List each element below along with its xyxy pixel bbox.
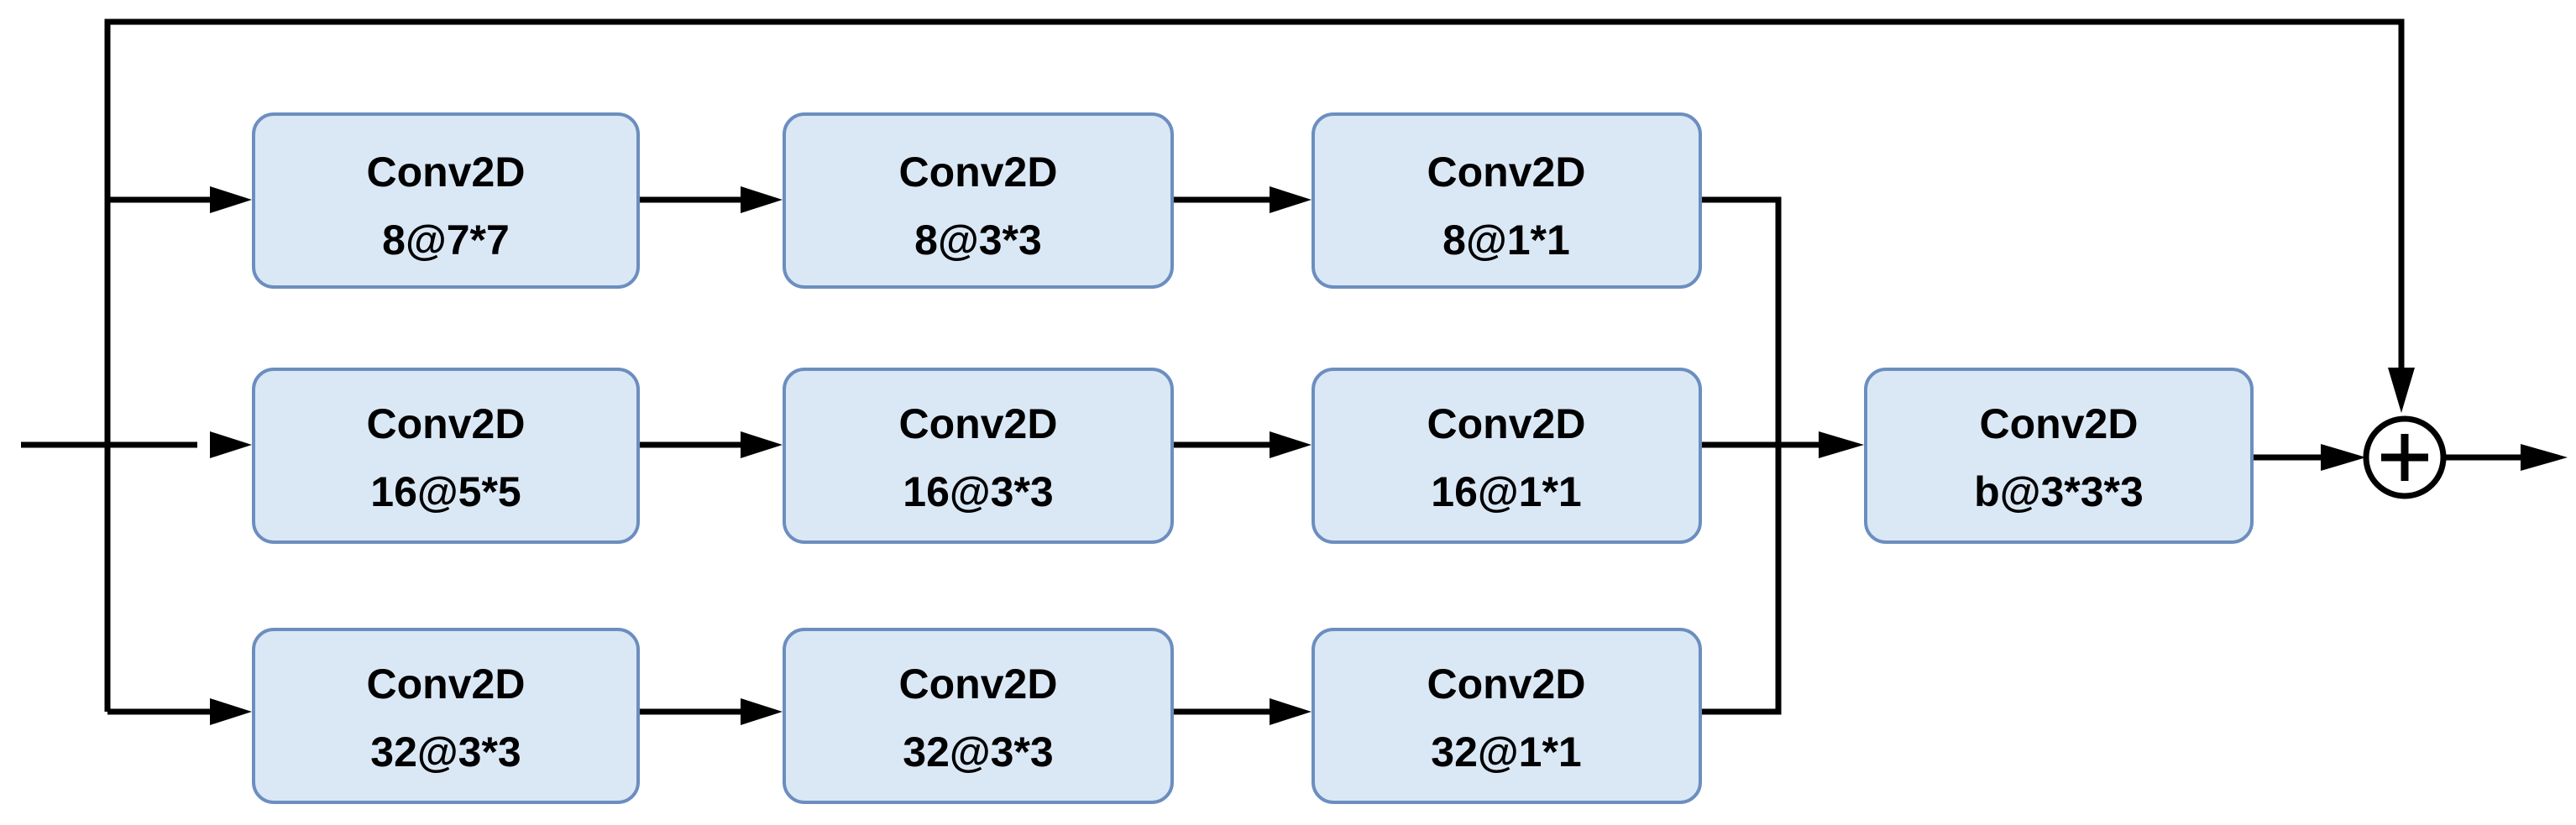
arrow-output	[2521, 444, 2568, 471]
arrow-into-b33	[1270, 698, 1312, 725]
block-spec-label: 8@7*7	[382, 217, 510, 264]
block-spec-label: 16@3*3	[903, 468, 1053, 515]
conv-block-b31: Conv2D 32@3*3	[252, 628, 640, 804]
arrow-into-b12	[741, 186, 783, 213]
block-op-label: Conv2D	[367, 661, 526, 708]
conv-block-b22: Conv2D 16@3*3	[783, 368, 1174, 544]
block-op-label: Conv2D	[899, 400, 1058, 447]
merge-line-top	[1700, 196, 1782, 715]
block-spec-label: b@3*3*3	[1974, 468, 2144, 515]
arrow-into-b32	[741, 698, 783, 725]
block-spec-label: 32@3*3	[370, 728, 521, 775]
arrow-into-fuse	[1819, 431, 1864, 458]
block-op-label: Conv2D	[367, 149, 526, 196]
skip-connection-line	[104, 18, 2405, 712]
block-spec-label: 8@3*3	[914, 217, 1042, 264]
arrow-into-b21	[210, 431, 252, 458]
block-spec-label: 32@1*1	[1431, 728, 1581, 775]
block-op-label: Conv2D	[367, 400, 526, 447]
conv-block-b12: Conv2D 8@3*3	[783, 112, 1174, 289]
arrow-into-sum-from-fuse	[2321, 444, 2366, 471]
sum-node: +	[2363, 415, 2447, 499]
conv-block-b21: Conv2D 16@5*5	[252, 368, 640, 544]
block-spec-label: 16@1*1	[1431, 468, 1581, 515]
arrow-into-b31	[210, 698, 252, 725]
block-op-label: Conv2D	[1427, 400, 1586, 447]
block-op-label: Conv2D	[1427, 661, 1586, 708]
arrow-into-b23	[1270, 431, 1312, 458]
arrow-into-b11	[210, 186, 252, 213]
conv-block-b11: Conv2D 8@7*7	[252, 112, 640, 289]
arrow-into-sum-from-skip	[2388, 368, 2415, 413]
conv-block-b32: Conv2D 32@3*3	[783, 628, 1174, 804]
arrow-into-b13	[1270, 186, 1312, 213]
block-spec-label: 8@1*1	[1442, 217, 1570, 264]
block-op-label: Conv2D	[899, 661, 1058, 708]
conv-block-b13: Conv2D 8@1*1	[1312, 112, 1702, 289]
block-op-label: Conv2D	[899, 149, 1058, 196]
block-spec-label: 32@3*3	[903, 728, 1053, 775]
arrow-into-b22	[741, 431, 783, 458]
conv-block-b23: Conv2D 16@1*1	[1312, 368, 1702, 544]
conv-block-b33: Conv2D 32@1*1	[1312, 628, 1702, 804]
block-op-label: Conv2D	[1427, 149, 1586, 196]
block-spec-label: 16@5*5	[370, 468, 521, 515]
block-op-label: Conv2D	[1980, 400, 2139, 447]
conv-block-fuse: Conv2D b@3*3*3	[1864, 368, 2254, 544]
